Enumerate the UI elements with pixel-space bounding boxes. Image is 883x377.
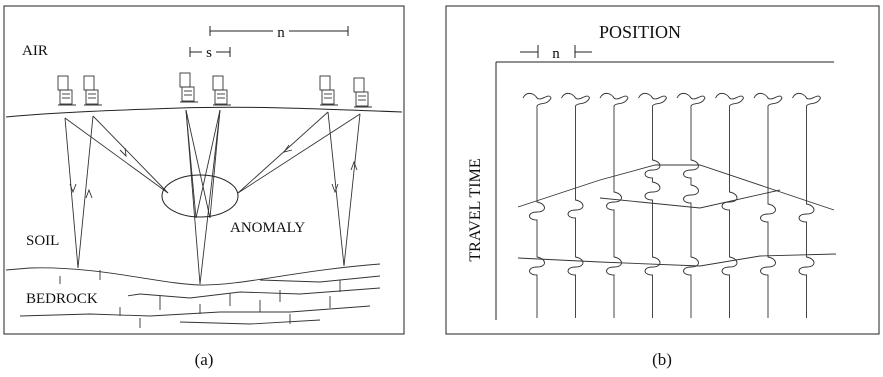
antenna-icon [212,75,231,106]
seismic-trace [792,92,821,318]
position-axis-label: POSITION [599,22,681,42]
anomaly-ellipse [161,174,239,218]
spacing-s-marker: s [189,43,231,61]
antenna-icon [83,75,102,106]
antenna-icon [319,75,338,106]
bedrock-label: BEDROCK [26,291,98,307]
panel-a: n s AIR [3,5,405,335]
spacing-n-marker: n [209,22,349,41]
spacing-n-label: n [277,25,285,41]
panel-b-caption: (b) [652,350,672,369]
seismic-trace [522,92,552,318]
reflector-lines [517,164,837,267]
soil-label: SOIL [26,233,59,249]
ray-paths [64,109,361,285]
trace-spacing-label: n [552,46,560,62]
seismic-trace [638,92,667,318]
seismic-trace [599,92,629,318]
antenna-units [57,72,372,108]
seismic-trace [753,92,783,318]
antenna-icon [179,72,198,103]
air-label: AIR [22,43,48,59]
panel-b-frame [445,5,880,335]
antenna-icon [353,77,372,108]
antenna-icon [57,75,76,106]
trace-spacing-marker: n [520,45,592,62]
travel-time-axis-label: TRAVEL TIME [467,158,484,261]
panel-b: POSITION n TRAVEL TIME [445,5,880,335]
ground-surface-line [5,106,403,118]
anomaly-label: ANOMALY [230,220,305,236]
seismic-trace [561,92,590,318]
panel-a-frame [3,5,405,335]
seismic-trace [676,92,706,318]
spacing-s-label: s [206,45,212,61]
seismic-trace [715,92,744,318]
trace-group [522,92,821,318]
panel-a-caption: (a) [195,350,214,369]
